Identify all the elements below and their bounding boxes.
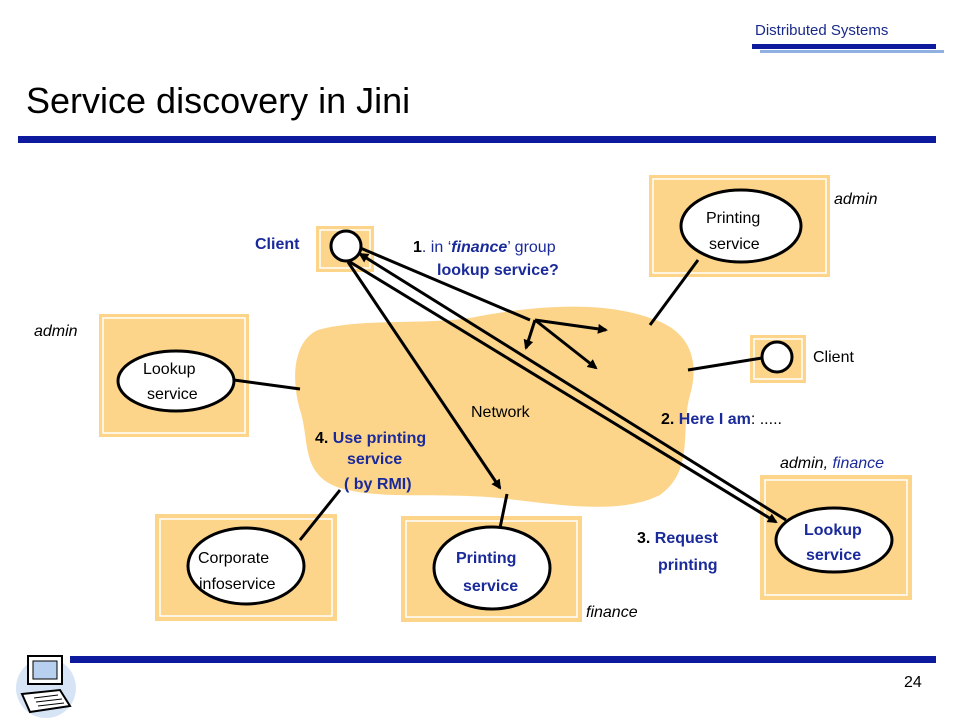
step4-line2: service [347, 451, 403, 468]
lookup-left-line2: service [147, 386, 198, 403]
title-rule [18, 136, 936, 143]
corporate-line1: Corporate [198, 550, 270, 567]
lookup-right-line2: service [806, 547, 862, 564]
link-lookup-left [233, 378, 301, 391]
link-client-right [687, 356, 763, 372]
network-cloud [295, 306, 694, 507]
header-rule [752, 44, 936, 49]
step1-line1: 1. in ‘finance’ group [413, 239, 556, 256]
printing-top-group: admin [834, 191, 878, 208]
link-printing-top [648, 259, 700, 326]
network-label: Network [471, 404, 530, 421]
lookup-left-group: admin [34, 323, 78, 340]
link-printing-bottom [498, 493, 509, 529]
printing-top-node [679, 188, 803, 264]
use-printing-arrow [346, 261, 502, 490]
step4-line1: 4. Use printing [315, 430, 427, 447]
lookup-left-node [116, 349, 236, 413]
link-corporate [298, 489, 342, 541]
request-printing-arrow [349, 260, 778, 524]
computer-icon [16, 655, 76, 718]
printing-top-line2: service [709, 236, 760, 253]
printing-bottom-line2: service [463, 578, 519, 595]
broadcast-arrow-3 [523, 319, 537, 350]
step3-line1: 3. Request [637, 530, 718, 547]
request-line [357, 245, 531, 322]
footer-rule [70, 656, 936, 663]
step4-line3: ( by RMI) [344, 476, 412, 493]
lookup-right-group: admin, finance [780, 455, 885, 472]
header-rule-shadow [760, 50, 944, 53]
broadcast-arrow-2 [534, 318, 598, 370]
here-i-am-arrow [358, 252, 787, 522]
step1-line2: lookup service? [437, 262, 559, 279]
step3-line2: printing [658, 557, 718, 574]
corporate-node [186, 526, 306, 606]
lookup-right-line1: Lookup [804, 522, 862, 539]
printing-bottom-group: finance [586, 604, 638, 621]
client-right-label: Client [813, 349, 854, 366]
page-title: Service discovery in Jini [26, 80, 411, 121]
printing-bottom-node [432, 525, 552, 611]
corporate-line2: infoservice [199, 576, 276, 593]
step2-label: 2. Here I am: ..... [661, 411, 782, 428]
course-label: Distributed Systems [755, 22, 889, 39]
lookup-right-node [774, 506, 894, 574]
page-number: 24 [904, 674, 922, 691]
broadcast-arrow-1 [534, 318, 608, 334]
client-top-node [329, 229, 363, 263]
lookup-left-line1: Lookup [143, 361, 196, 378]
client-right-node [760, 340, 794, 374]
client-top-label: Client [255, 236, 300, 253]
printing-top-line1: Printing [706, 210, 761, 227]
printing-bottom-line1: Printing [456, 550, 517, 567]
